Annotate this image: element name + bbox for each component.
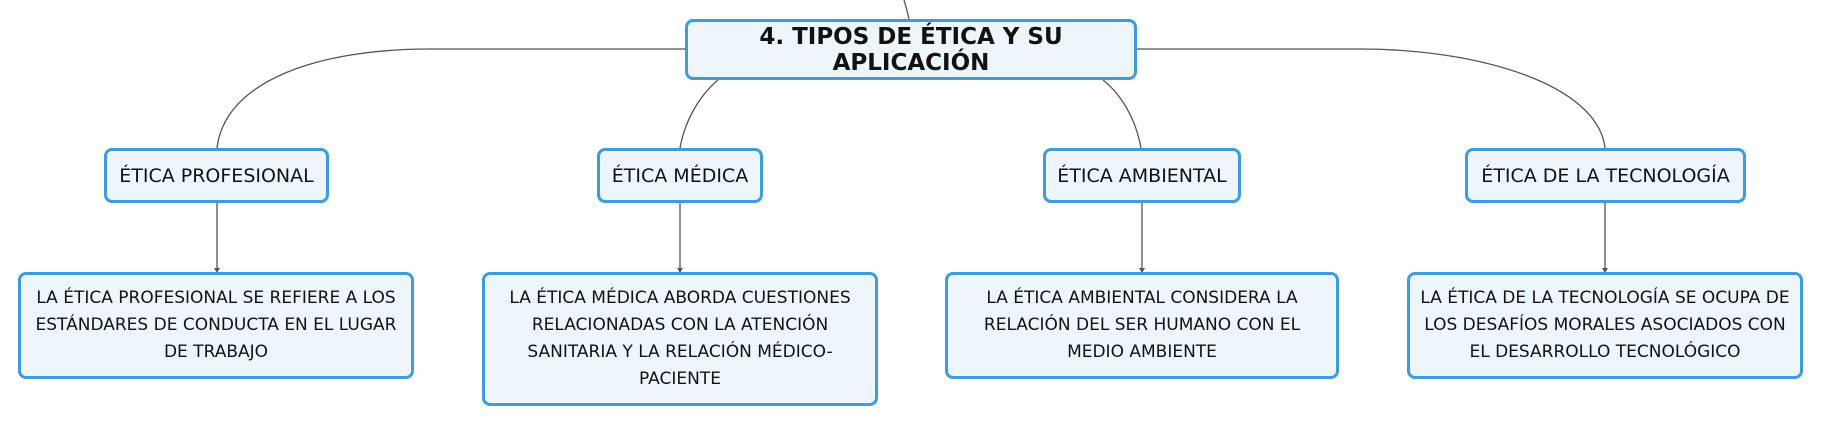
connector-root-ambiental <box>1102 79 1142 149</box>
branch-label: ÉTICA AMBIENTAL <box>1057 164 1227 187</box>
branch-label: ÉTICA MÉDICA <box>611 164 749 187</box>
branch-label: ÉTICA DE LA TECNOLOGÍA <box>1481 164 1730 187</box>
arrowhead-tecnologia <box>1602 268 1608 273</box>
connector-root-medica <box>679 79 719 149</box>
leaf-description: LA ÉTICA DE LA TECNOLOGÍA SE OCUPA DE LO… <box>1420 288 1790 362</box>
leaf-etica-ambiental[interactable]: LA ÉTICA AMBIENTAL CONSIDERA LA RELACIÓN… <box>945 272 1339 379</box>
leaf-description: LA ÉTICA MÉDICA ABORDA CUESTIONES RELACI… <box>509 288 851 389</box>
branch-etica-tecnologia[interactable]: ÉTICA DE LA TECNOLOGÍA <box>1465 148 1746 203</box>
leaf-etica-tecnologia[interactable]: LA ÉTICA DE LA TECNOLOGÍA SE OCUPA DE LO… <box>1407 272 1803 379</box>
connector-root-tecnologia <box>1137 48 1606 149</box>
branch-label: ÉTICA PROFESIONAL <box>119 164 314 187</box>
arrowhead-profesional <box>214 268 220 273</box>
arrowhead-medica <box>677 268 683 273</box>
connector-root-profesional <box>216 48 685 149</box>
leaf-etica-profesional[interactable]: LA ÉTICA PROFESIONAL SE REFIERE A LOS ES… <box>18 272 414 379</box>
leaf-description: LA ÉTICA AMBIENTAL CONSIDERA LA RELACIÓN… <box>983 288 1301 362</box>
arrowhead-ambiental <box>1139 268 1145 273</box>
branch-etica-medica[interactable]: ÉTICA MÉDICA <box>597 148 763 203</box>
root-topic-label: 4. TIPOS DE ÉTICA Y SU APLICACIÓN <box>759 23 1063 76</box>
branch-etica-ambiental[interactable]: ÉTICA AMBIENTAL <box>1043 148 1241 203</box>
leaf-etica-medica[interactable]: LA ÉTICA MÉDICA ABORDA CUESTIONES RELACI… <box>482 272 878 406</box>
root-topic[interactable]: 4. TIPOS DE ÉTICA Y SU APLICACIÓN <box>685 19 1137 80</box>
connector-parent-root <box>903 0 910 20</box>
branch-etica-profesional[interactable]: ÉTICA PROFESIONAL <box>104 148 329 203</box>
leaf-description: LA ÉTICA PROFESIONAL SE REFIERE A LOS ES… <box>35 288 397 362</box>
